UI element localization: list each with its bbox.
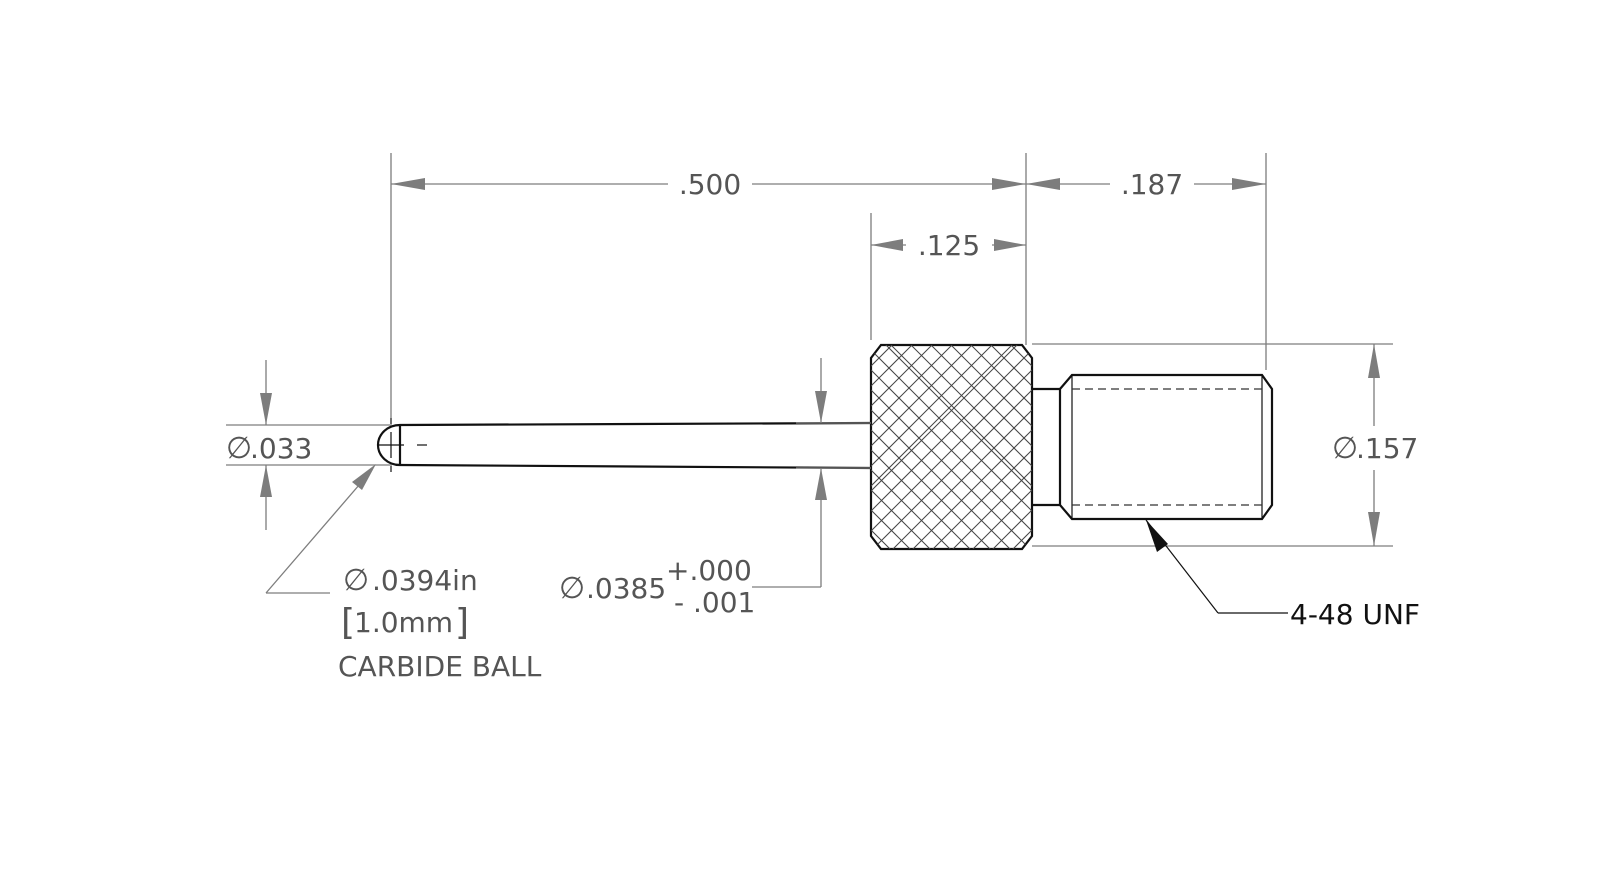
dim-ball-size: ∅ .033 xyxy=(226,360,312,530)
knurl-pattern xyxy=(871,345,1032,549)
dim-body-diameter: ∅ .157 xyxy=(1332,344,1418,546)
dim-thread-length: .187 xyxy=(1026,168,1266,201)
ball-callout: ∅ .0394in [ 1.0mm ] CARBIDE BALL xyxy=(265,464,542,683)
dim-label-knurl-width: .125 xyxy=(918,229,980,262)
knurled-collar xyxy=(869,343,1034,551)
callout-bracket-right: ] xyxy=(455,602,469,643)
dim-label-stem-tol-minus: - .001 xyxy=(674,586,755,619)
dim-knurl-width: .125 xyxy=(871,229,1026,262)
callout-ball-diameter: .0394in xyxy=(372,564,478,597)
dim-overall-length: .500 xyxy=(391,168,1026,201)
stem-top-edge xyxy=(399,421,872,427)
dim-diameter-symbol-stem: ∅ xyxy=(559,571,585,606)
callout-bracket-left: [ xyxy=(341,602,355,643)
dim-stem-diameter: ∅ .0385 +.000 - .001 xyxy=(559,358,827,619)
callout-ball-metric: 1.0mm xyxy=(354,606,453,639)
ball-center-mark xyxy=(378,418,427,472)
dim-label-stem-diameter: .0385 xyxy=(586,572,666,605)
callout-diameter-symbol-ball: ∅ xyxy=(343,563,369,598)
threaded-shank xyxy=(1058,373,1274,521)
dim-diameter-symbol-body: ∅ xyxy=(1332,431,1358,466)
dim-label-overall-length: .500 xyxy=(679,168,741,201)
extension-lines xyxy=(226,153,1393,547)
part-outline xyxy=(376,343,1274,551)
dim-diameter-symbol-ball: ∅ xyxy=(226,431,252,466)
callout-thread-spec: 4-48 UNF xyxy=(1290,598,1420,631)
dim-label-body-diameter: .157 xyxy=(1356,432,1418,465)
dim-label-ball-size: .033 xyxy=(250,432,312,465)
dim-label-thread-length: .187 xyxy=(1121,168,1183,201)
thread-callout: 4-48 UNF xyxy=(1145,519,1420,631)
callout-ball-note: CARBIDE BALL xyxy=(338,650,542,683)
dim-label-stem-tol-plus: +.000 xyxy=(666,554,752,587)
stem-bottom-edge xyxy=(399,463,872,470)
